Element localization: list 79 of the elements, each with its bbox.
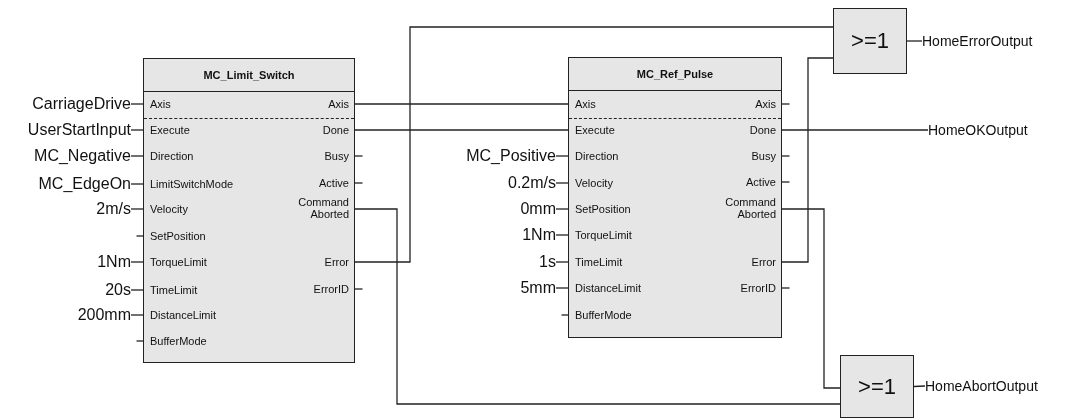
- input-pin-label: TimeLimit: [144, 281, 198, 298]
- connection-line: [353, 26, 834, 263]
- connection-line: [130, 208, 145, 210]
- connection-line: [913, 385, 926, 388]
- output-variable-label: HomeOKOutput: [928, 121, 1028, 139]
- output-variable-label: HomeAbortOutput: [925, 377, 1038, 395]
- input-pin-label: TorqueLimit: [144, 253, 207, 270]
- input-pin-label: Direction: [569, 147, 619, 164]
- connection-line: [353, 208, 841, 405]
- output-pin-label: Axis: [328, 95, 354, 112]
- connection-line: [780, 129, 929, 131]
- input-pin-label: TorqueLimit: [569, 226, 632, 243]
- connection-line: [555, 182, 570, 184]
- connection-line: [130, 289, 145, 291]
- input-pin-label: Velocity: [569, 174, 613, 191]
- function-block: [143, 58, 355, 363]
- output-pin-label: Error: [751, 253, 781, 270]
- variable-label: 0.2m/s: [508, 173, 556, 193]
- input-pin-label: DistanceLimit: [569, 279, 642, 296]
- connection-line: [780, 208, 841, 389]
- variable-label: MC_EdgeOn: [38, 174, 131, 194]
- input-pin-label: Execute: [569, 121, 615, 138]
- input-pin-label: Execute: [144, 121, 190, 138]
- output-pin-label: Axis: [755, 95, 781, 112]
- variable-label: 0mm: [520, 199, 556, 219]
- output-pin-label: Done: [749, 121, 781, 138]
- input-pin-label: DistanceLimit: [144, 306, 217, 323]
- input-pin-label: Axis: [569, 95, 596, 112]
- input-pin-label: Velocity: [144, 200, 188, 217]
- input-pin-label: LimitSwitchMode: [144, 175, 234, 192]
- input-pin-label: TimeLimit: [569, 253, 623, 270]
- output-pin-label: Active: [319, 174, 354, 191]
- output-pin-label: Error: [324, 253, 354, 270]
- connection-line: [130, 183, 145, 185]
- variable-label: 5mm: [520, 278, 556, 298]
- output-pin-label: Busy: [324, 147, 354, 164]
- connection-line: [130, 129, 145, 131]
- or-gate: >=1: [840, 355, 914, 418]
- output-pin-label: ErrorID: [313, 280, 354, 297]
- input-pin-label: BufferMode: [569, 306, 632, 323]
- input-pin-label: Axis: [144, 95, 171, 112]
- connection-line: [130, 155, 145, 157]
- output-pin-label: Command Aborted: [717, 195, 781, 222]
- input-pin-label: BufferMode: [144, 332, 207, 349]
- connection-line: [555, 155, 570, 157]
- connection-line: [555, 234, 570, 236]
- variable-label: 1s: [539, 252, 556, 272]
- connection-line: [130, 103, 145, 105]
- variable-label: UserStartInput: [27, 120, 131, 140]
- or-gate: >=1: [833, 8, 907, 74]
- variable-label: MC_Negative: [34, 146, 131, 166]
- function-block: [568, 57, 782, 338]
- input-pin-label: SetPosition: [144, 227, 206, 244]
- output-pin-label: Busy: [751, 147, 781, 164]
- connection-line: [555, 287, 570, 289]
- variable-label: 200mm: [77, 305, 131, 325]
- variable-label: 1Nm: [97, 252, 131, 272]
- variable-label: CarriageDrive: [32, 94, 131, 114]
- output-pin-label: Done: [322, 121, 354, 138]
- output-variable-label: HomeErrorOutput: [922, 32, 1033, 50]
- variable-label: 20s: [105, 280, 131, 300]
- connection-line: [130, 261, 145, 263]
- connection-line: [906, 40, 923, 42]
- input-pin-label: SetPosition: [569, 200, 631, 217]
- variable-label: MC_Positive: [466, 146, 556, 166]
- connection-line: [130, 314, 145, 316]
- output-pin-label: ErrorID: [740, 279, 781, 296]
- connection-line: [555, 208, 570, 210]
- connection-line: [555, 261, 570, 263]
- block-title: MC_Limit_Switch: [144, 59, 354, 92]
- variable-label: 1Nm: [522, 225, 556, 245]
- connection-line: [353, 103, 570, 105]
- output-pin-label: Active: [746, 173, 781, 190]
- connection-line: [780, 57, 834, 263]
- block-title: MC_Ref_Pulse: [569, 58, 781, 91]
- connection-line: [353, 129, 570, 131]
- variable-label: 2m/s: [96, 199, 131, 219]
- input-pin-label: Direction: [144, 147, 194, 164]
- output-pin-label: Command Aborted: [290, 195, 354, 222]
